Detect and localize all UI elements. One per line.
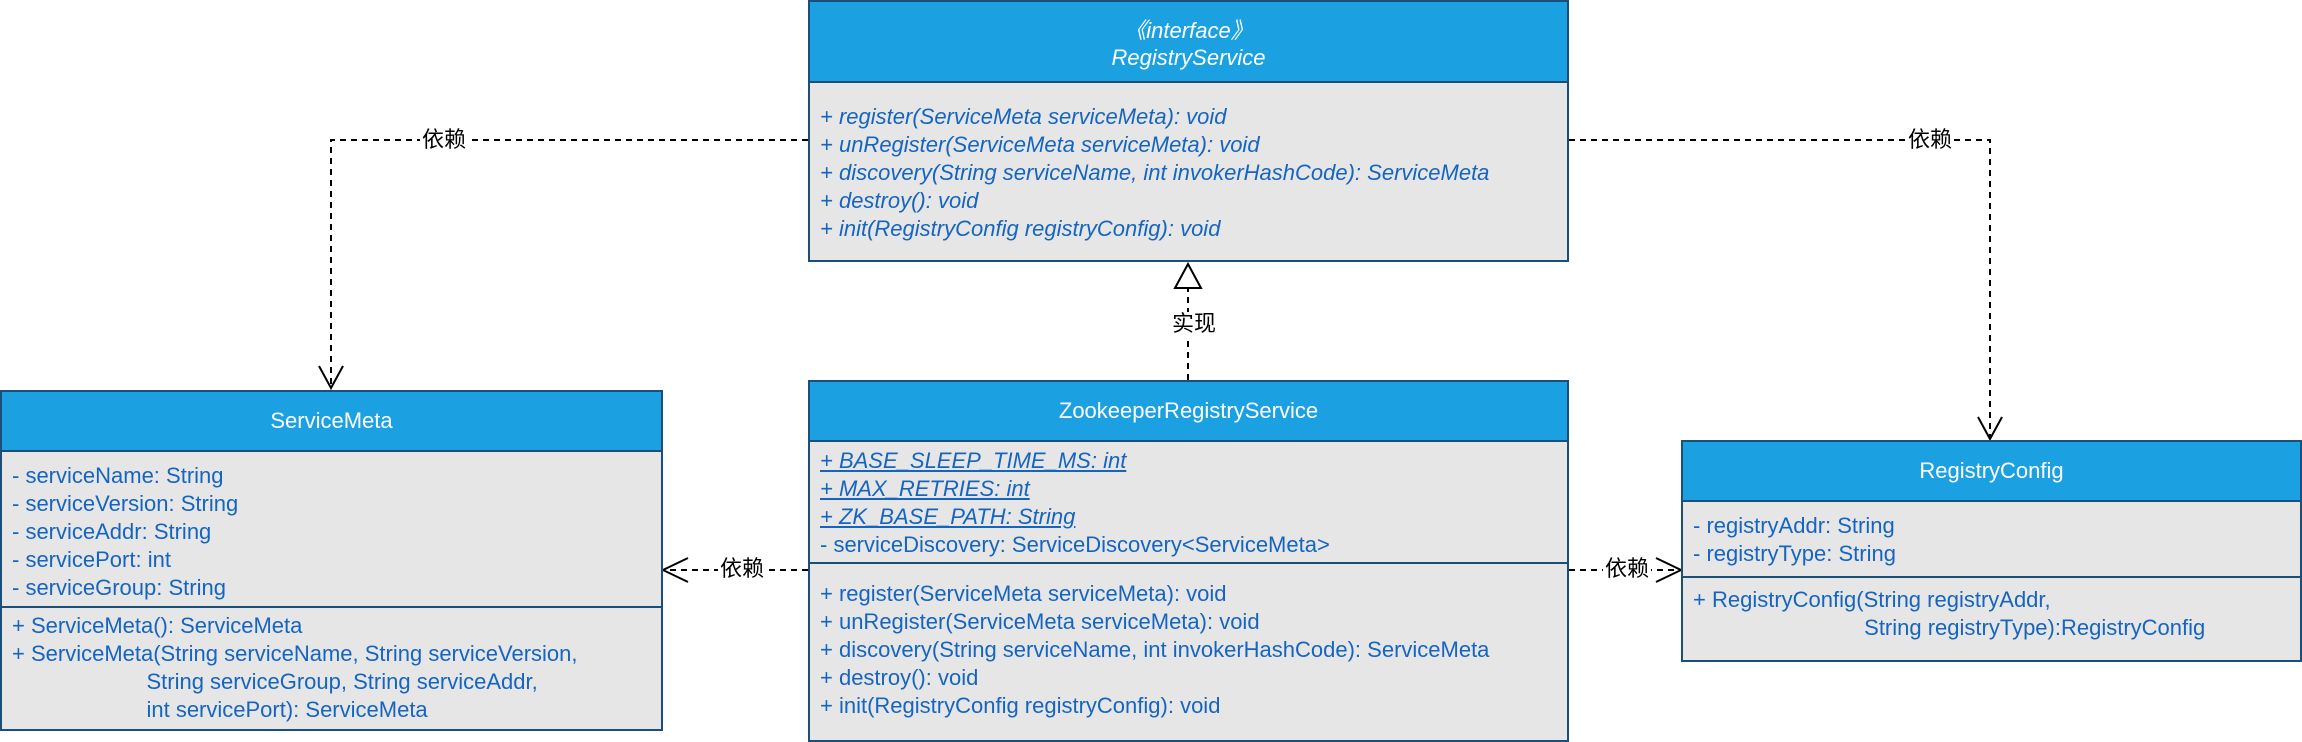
class-registryconfig[interactable]: RegistryConfig - registryAddr: String - … xyxy=(1681,440,2302,662)
class-name: ServiceMeta xyxy=(270,408,393,433)
field-item: - registryType: String xyxy=(1693,541,1896,566)
method-item: + register(ServiceMeta serviceMeta): voi… xyxy=(820,104,1227,129)
class-header: 《interface》 RegistryService xyxy=(810,2,1567,83)
edge-registryservice-to-servicemeta xyxy=(330,139,808,388)
method-item: String registryType):RegistryConfig xyxy=(1693,615,2206,640)
arrowhead-open xyxy=(1977,416,2003,442)
methods-section: + register(ServiceMeta serviceMeta): voi… xyxy=(810,562,1567,728)
field-item: - serviceVersion: String xyxy=(12,491,239,516)
methods-section: + ServiceMeta(): ServiceMeta + ServiceMe… xyxy=(2,606,661,732)
field-item: - serviceAddr: String xyxy=(12,519,212,544)
method-item: + ServiceMeta(String serviceName, String… xyxy=(12,641,578,666)
method-item: + init(RegistryConfig registryConfig): v… xyxy=(820,216,1221,241)
arrowhead-open xyxy=(318,365,344,391)
class-header: RegistryConfig xyxy=(1683,442,2300,502)
class-registryservice[interactable]: 《interface》 RegistryService + register(S… xyxy=(808,0,1569,262)
arrowhead-open xyxy=(660,557,689,583)
field-item: - serviceName: String xyxy=(12,463,224,488)
fields-section: - serviceName: String - serviceVersion: … xyxy=(2,452,661,606)
class-servicemeta[interactable]: ServiceMeta - serviceName: String - serv… xyxy=(0,390,663,731)
edge-label-depends: 依赖 xyxy=(1603,556,1652,581)
method-item: + discovery(String serviceName, int invo… xyxy=(820,160,1490,185)
method-item: + discovery(String serviceName, int invo… xyxy=(820,637,1490,662)
edge-label-depends: 依赖 xyxy=(1906,127,1955,152)
edge-label-depends: 依赖 xyxy=(718,556,767,581)
class-name: ZookeeperRegistryService xyxy=(1058,398,1319,423)
stereotype-label: 《interface》 xyxy=(1124,17,1253,43)
class-header: ServiceMeta xyxy=(2,392,661,452)
method-item: String serviceGroup, String serviceAddr, xyxy=(12,669,538,694)
method-item: + init(RegistryConfig registryConfig): v… xyxy=(820,693,1221,718)
class-name: RegistryConfig xyxy=(1919,458,2064,483)
method-item: + destroy(): void xyxy=(820,188,979,213)
field-item: - serviceDiscovery: ServiceDiscovery<Ser… xyxy=(820,532,1330,557)
methods-section: + RegistryConfig(String registryAddr, St… xyxy=(1683,576,2300,650)
class-zookeeperregistryservice[interactable]: ZookeeperRegistryService + BASE_SLEEP_TI… xyxy=(808,380,1569,742)
class-header: ZookeeperRegistryService xyxy=(810,382,1567,442)
methods-section: + register(ServiceMeta serviceMeta): voi… xyxy=(810,83,1567,251)
fields-section: + BASE_SLEEP_TIME_MS: int + MAX_RETRIES:… xyxy=(810,442,1567,562)
method-item: + register(ServiceMeta serviceMeta): voi… xyxy=(820,581,1227,606)
method-item: + unRegister(ServiceMeta serviceMeta): v… xyxy=(820,132,1260,157)
class-name: RegistryService xyxy=(1111,44,1266,70)
static-field-item: + BASE_SLEEP_TIME_MS: int xyxy=(820,448,1127,473)
method-item: + destroy(): void xyxy=(820,665,979,690)
fields-section: - registryAddr: String - registryType: S… xyxy=(1683,502,2300,576)
method-item: int servicePort): ServiceMeta xyxy=(12,697,428,722)
edge-label-depends: 依赖 xyxy=(420,127,469,152)
field-item: - registryAddr: String xyxy=(1693,513,1895,538)
arrowhead-hollow-triangle xyxy=(1173,261,1203,289)
method-item: + ServiceMeta(): ServiceMeta xyxy=(12,613,303,638)
method-item: + unRegister(ServiceMeta serviceMeta): v… xyxy=(820,609,1260,634)
edge-registryservice-to-registryconfig xyxy=(1569,139,1991,439)
field-item: - servicePort: int xyxy=(12,547,171,572)
static-field-item: + ZK_BASE_PATH: String xyxy=(820,504,1076,529)
static-field-item: + MAX_RETRIES: int xyxy=(820,476,1030,501)
field-item: - serviceGroup: String xyxy=(12,575,226,600)
method-item: + RegistryConfig(String registryAddr, xyxy=(1693,587,2051,612)
edge-label-implements: 实现 xyxy=(1170,311,1219,336)
